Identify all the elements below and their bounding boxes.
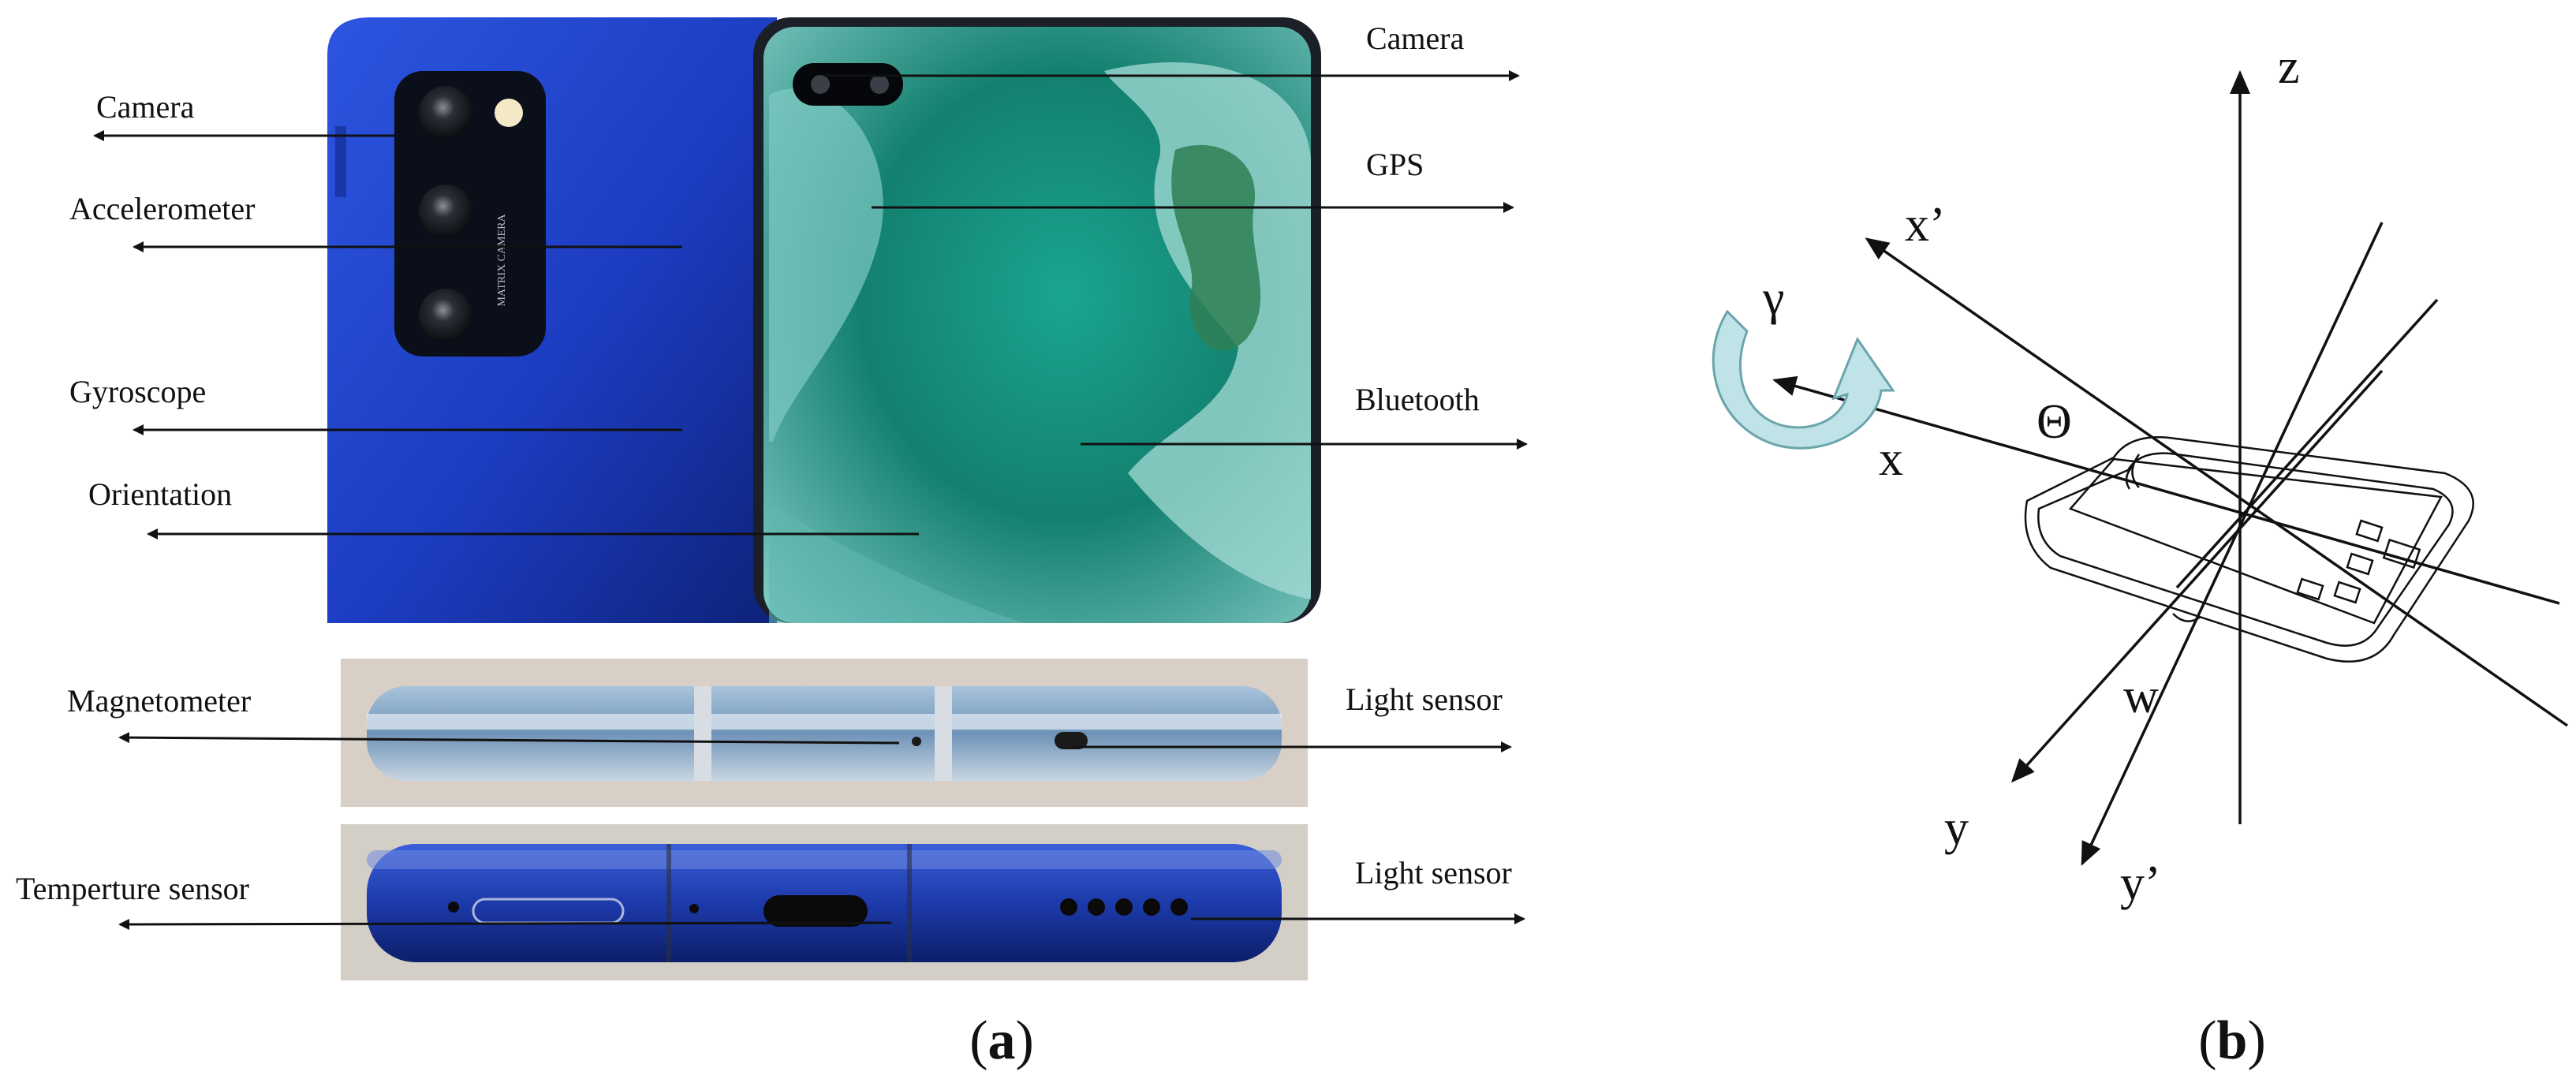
right-pointer-arrows: [824, 70, 1528, 924]
label-theta: Θ: [2037, 395, 2072, 449]
label-temperature-sensor: Temperture sensor: [16, 871, 249, 906]
label-camera-right: Camera: [1366, 21, 1465, 56]
extra-line: [2175, 298, 2439, 589]
speaker-grille: [1060, 898, 1188, 916]
label-bluetooth: Bluetooth: [1355, 382, 1480, 417]
phone-top-edge-image: [341, 659, 1308, 807]
phone-back-print: MATRIX CAMERA: [496, 214, 508, 307]
phone-back-image: MATRIX CAMERA: [327, 17, 777, 623]
label-light-sensor-bottom: Light sensor: [1355, 855, 1512, 890]
usb-c-port: [763, 895, 868, 927]
label-y-prime: y’: [2120, 857, 2161, 910]
panel-b: z x’ x y y’ γ Θ w (b): [1712, 40, 2568, 1071]
front-camera-cutout: [793, 63, 903, 106]
left-pointer-arrows: [93, 130, 919, 930]
panel-a: MATRIX CAMERA: [16, 17, 1528, 1071]
caption-a: (a): [969, 1010, 1034, 1071]
theta-arc: [2131, 454, 2141, 488]
label-x: x: [1879, 432, 1903, 486]
axis-x-prime: [1865, 237, 2568, 727]
w-arc: [2172, 613, 2201, 622]
pointer-magnetometer: [118, 732, 900, 745]
rotation-arrow-gamma: [1712, 309, 1895, 450]
label-gamma: γ: [1762, 271, 1784, 325]
camera-lens-1: [419, 86, 472, 140]
camera-lens-2: [419, 185, 472, 238]
label-magnetometer: Magnetometer: [67, 683, 251, 719]
phone-front-image: [753, 17, 1321, 623]
label-w: w: [2123, 670, 2159, 723]
axis-x: [1772, 375, 2560, 605]
camera-lens-3: [419, 289, 472, 342]
label-gyroscope: Gyroscope: [69, 374, 206, 409]
label-x-prime: x’: [1905, 198, 1946, 252]
label-gps: GPS: [1366, 147, 1424, 182]
label-accelerometer: Accelerometer: [69, 191, 255, 226]
phone-bottom-edge-image: [341, 824, 1308, 980]
left-labels: Camera Accelerometer Gyroscope Orientati…: [16, 89, 255, 906]
label-camera-left: Camera: [96, 89, 195, 125]
coordinate-axes: [1772, 70, 2568, 866]
axis-y-prime: [2081, 222, 2384, 866]
label-y: y: [1944, 801, 1969, 855]
caption-b: (b): [2198, 1010, 2266, 1071]
label-light-sensor-top: Light sensor: [1346, 681, 1503, 717]
pointer-temperature: [118, 918, 892, 930]
label-z: z: [2278, 40, 2300, 94]
axis-y: [2010, 369, 2384, 783]
right-labels: Camera GPS Bluetooth Light sensor Light …: [1346, 21, 1512, 890]
label-orientation: Orientation: [88, 476, 232, 512]
flash-icon: [495, 99, 523, 127]
tilted-phone-outline: [2024, 436, 2474, 663]
